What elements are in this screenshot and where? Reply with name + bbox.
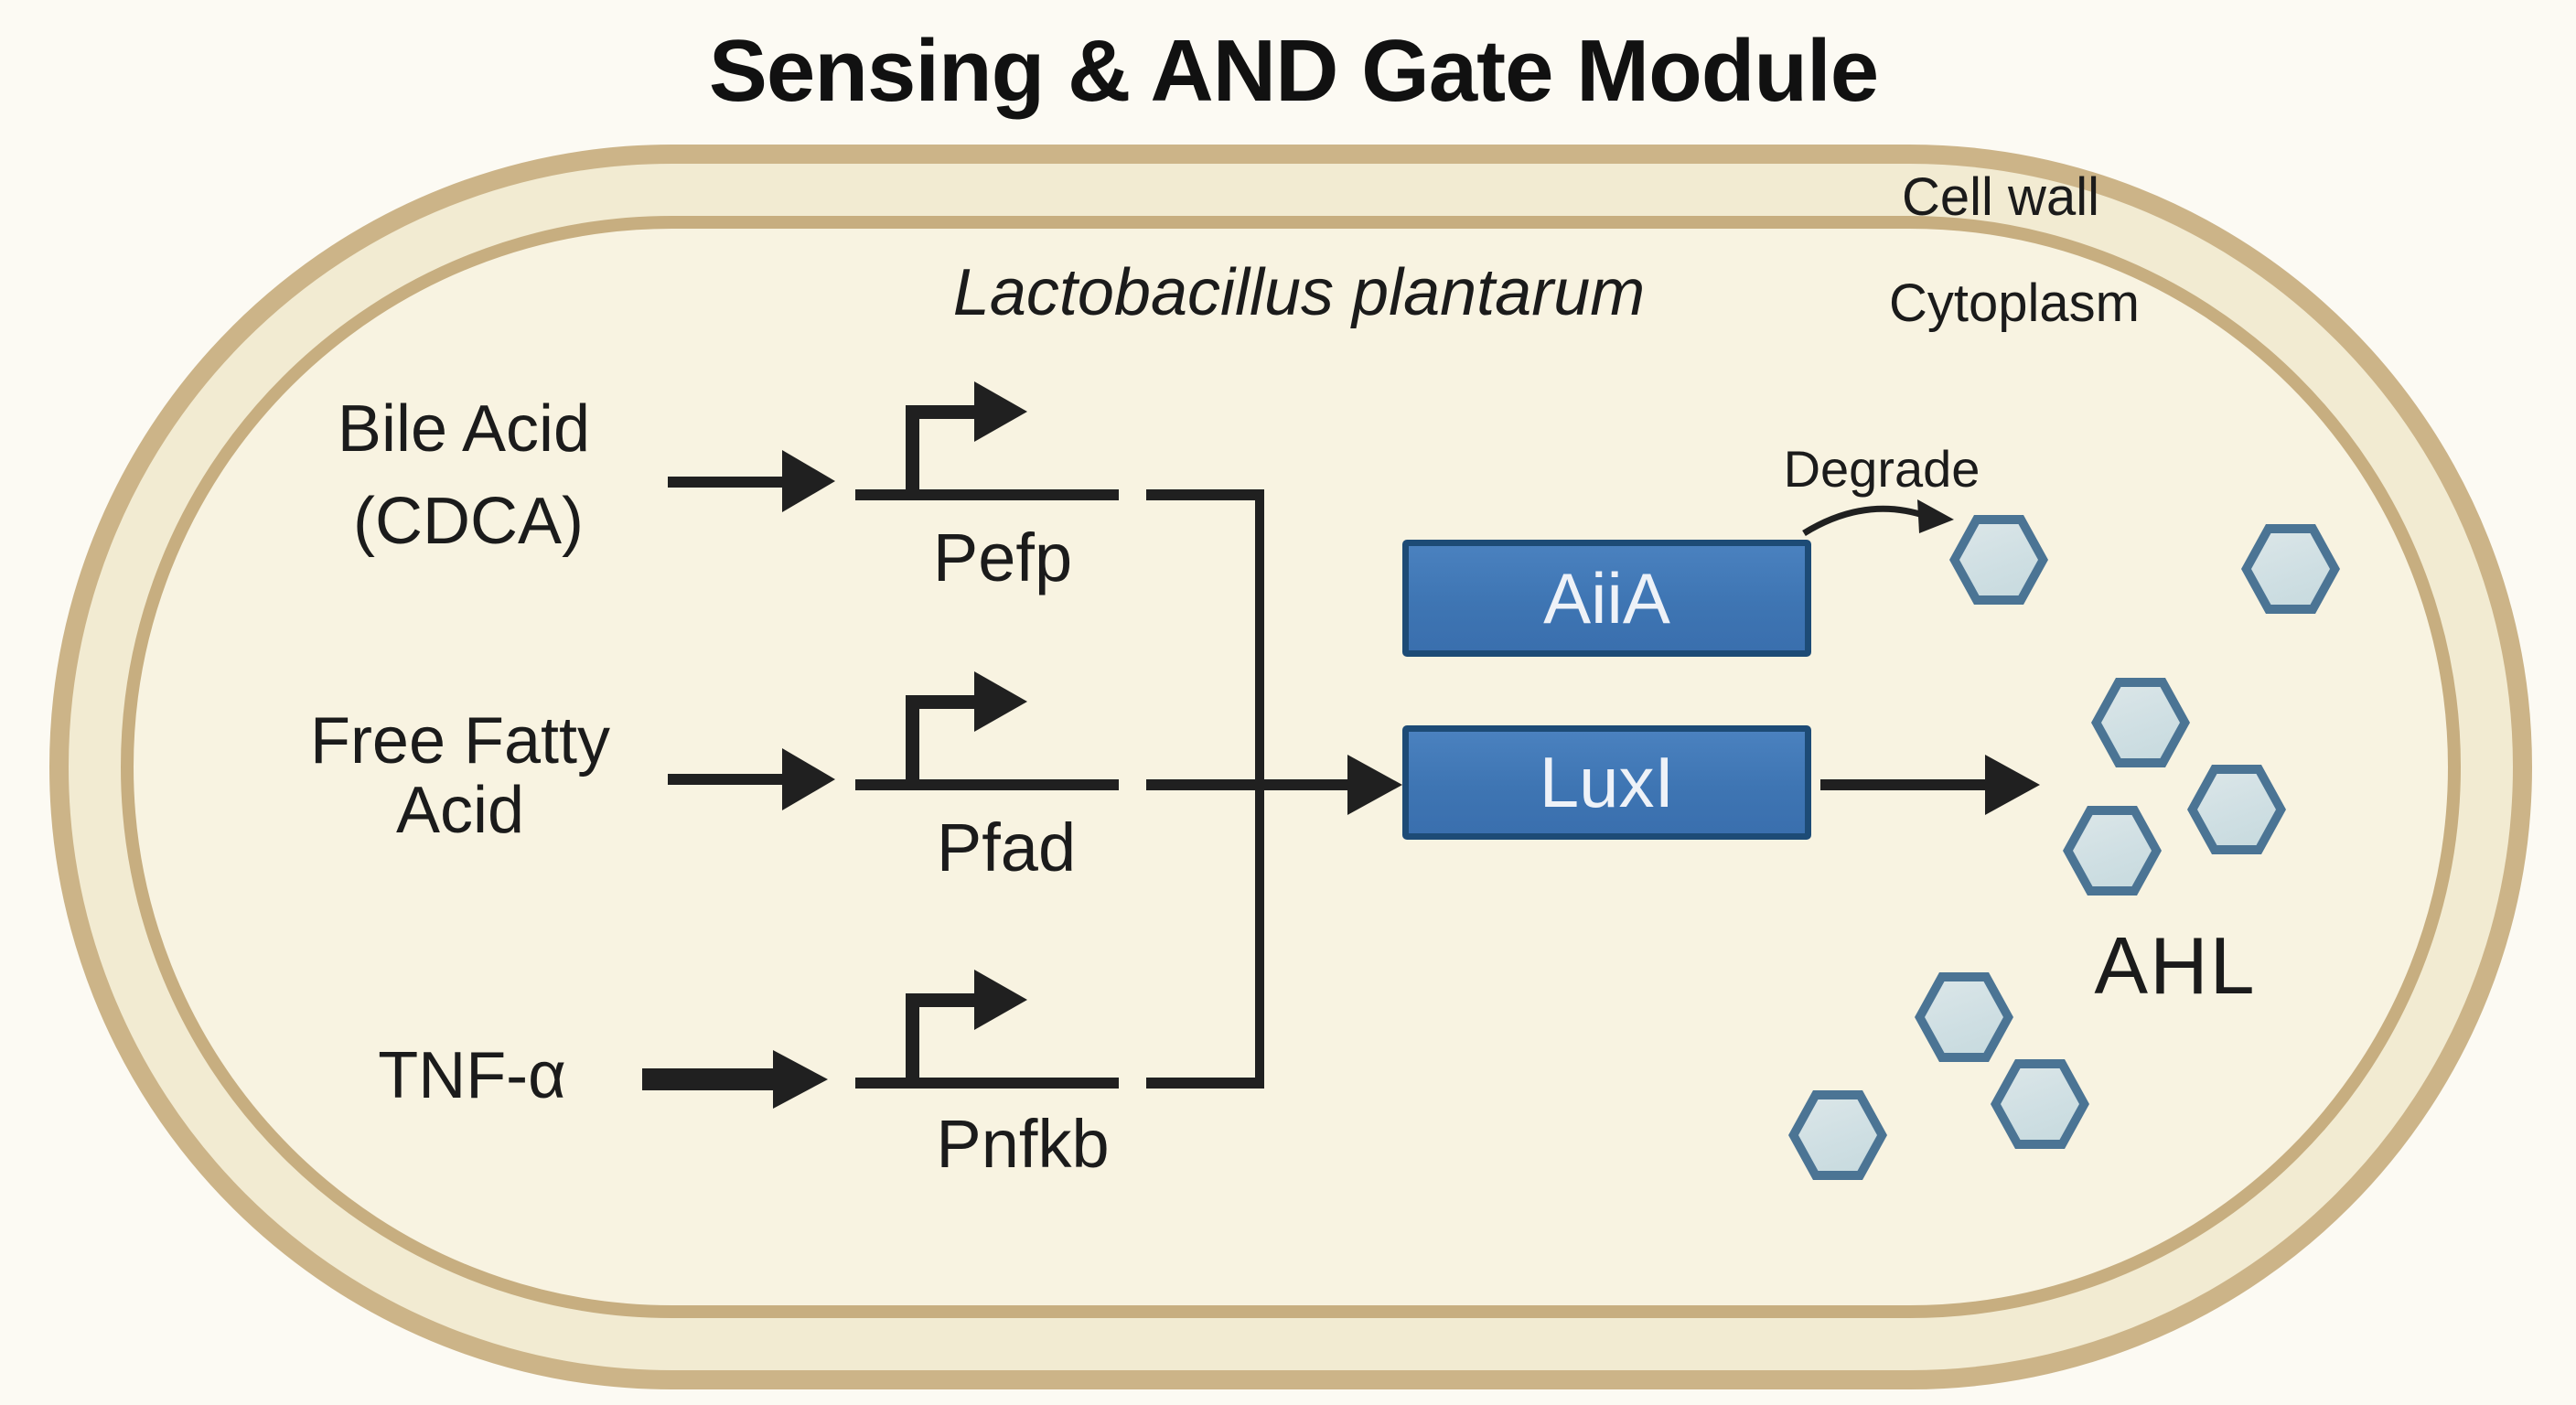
arrowhead-into-luxi-icon	[1347, 755, 1405, 815]
degrade-curved-arrow-icon	[1802, 499, 1954, 536]
arrow-luxi-to-ahl	[1820, 779, 1985, 790]
cell-wall-label: Cell wall	[1902, 167, 2099, 227]
promoter-pnfkb-stem	[906, 993, 919, 1089]
gene-box-luxi: LuxI	[1402, 725, 1811, 840]
input-bile-acid-line2: (CDCA)	[353, 485, 584, 558]
arrow-ffa-to-pfad	[668, 774, 782, 785]
promoter-pnfkb-arrowhead-icon	[974, 970, 1030, 1030]
input-bile-acid-line1: Bile Acid	[337, 392, 591, 466]
and-gate-connector-top	[1146, 489, 1264, 500]
arrowhead-icon	[773, 1050, 831, 1109]
cytoplasm-label: Cytoplasm	[1889, 273, 2140, 333]
promoter-pfad-baseline	[855, 779, 1119, 790]
and-gate-bus-line	[1255, 489, 1264, 1089]
ahl-hexagon	[2187, 765, 2286, 854]
and-gate-connector-middle	[1146, 779, 1347, 790]
promoter-pnfkb-baseline	[855, 1078, 1119, 1089]
input-free-fatty-line1: Free Fatty	[309, 704, 611, 778]
ahl-hexagon	[2241, 524, 2340, 614]
diagram-title: Sensing & AND Gate Module	[708, 22, 1879, 120]
degrade-label: Degrade	[1783, 440, 1980, 498]
promoter-pfad-topbar	[906, 695, 974, 709]
ahl-hexagon	[1788, 1090, 1887, 1180]
organism-label: Lactobacillus plantarum	[952, 256, 1646, 329]
arrow-bile-to-pefp	[668, 477, 782, 488]
arrowhead-icon	[782, 748, 838, 810]
ahl-hexagon	[2091, 678, 2190, 767]
promoter-pnfkb-topbar	[906, 993, 974, 1007]
promoter-pfad-stem	[906, 695, 919, 790]
promoter-pfad-label: Pfad	[936, 810, 1077, 885]
gene-box-aiia: AiiA	[1402, 540, 1811, 657]
promoter-pefp-arrowhead-icon	[974, 381, 1030, 442]
arrow-tnf-to-pnfkb	[642, 1068, 773, 1090]
ahl-label: AHL	[2094, 920, 2257, 1011]
input-tnf-alpha-label: TNF-α	[378, 1039, 566, 1112]
and-gate-connector-bottom	[1146, 1078, 1264, 1089]
promoter-pfad-arrowhead-icon	[974, 671, 1030, 732]
gene-luxi-label: LuxI	[1539, 742, 1675, 822]
ahl-hexagon	[1949, 515, 2048, 605]
promoter-pnfkb-label: Pnfkb	[936, 1106, 1110, 1182]
gene-aiia-label: AiiA	[1543, 557, 1670, 638]
ahl-hexagon	[1991, 1059, 2089, 1149]
arrowhead-icon	[1985, 755, 2043, 815]
promoter-pefp-label: Pefp	[932, 520, 1073, 595]
arrowhead-icon	[782, 450, 838, 512]
promoter-pefp-baseline	[855, 489, 1119, 500]
promoter-pefp-stem	[906, 405, 919, 500]
ahl-hexagon	[2063, 806, 2162, 896]
promoter-pefp-topbar	[906, 405, 974, 419]
ahl-hexagon	[1915, 972, 2013, 1062]
input-free-fatty-line2: Acid	[395, 774, 525, 847]
